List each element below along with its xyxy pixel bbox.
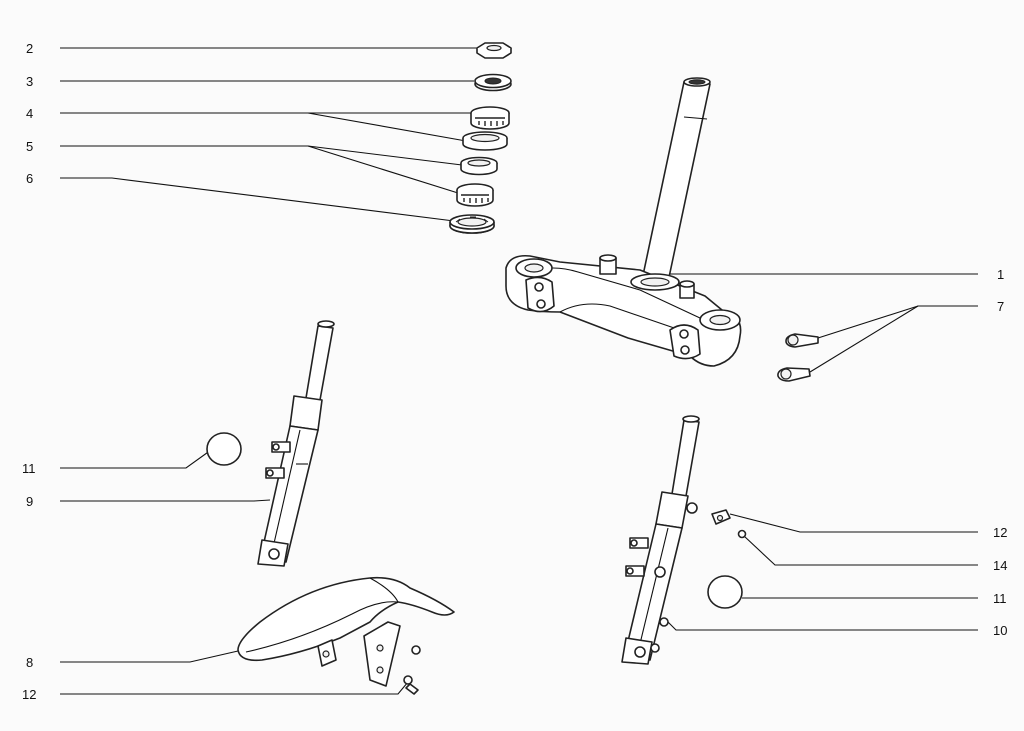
callout-labels: 2 3 4 5 6 1 7 11 9 12 14 11 10 8 12 (22, 41, 1007, 702)
steering-stem-part-1 (505, 77, 742, 367)
callout-11-left: 11 (22, 461, 36, 476)
callout-10: 10 (993, 623, 1007, 638)
callout-5: 5 (26, 139, 33, 154)
callout-4: 4 (26, 106, 33, 121)
fork-leg-left-part-9 (257, 320, 335, 567)
race-part-5 (460, 156, 498, 176)
callout-12-right: 12 (993, 525, 1007, 540)
race-part-4 (462, 131, 508, 151)
cap-part-11-left (206, 432, 242, 466)
cap-part-11-right (707, 575, 743, 609)
callout-2: 2 (26, 41, 33, 56)
callout-7: 7 (997, 299, 1004, 314)
screw-part-mudguard (411, 645, 421, 655)
bolt-part-7-lower (777, 367, 811, 382)
seal-part-6 (449, 214, 495, 234)
bolt-part-7-upper (785, 333, 819, 348)
callout-9: 9 (26, 494, 33, 509)
clip-part-12-lower (403, 675, 419, 695)
callout-8: 8 (26, 655, 33, 670)
callout-3: 3 (26, 74, 33, 89)
fork-leg-right-part-10 (621, 415, 700, 665)
clip-part-12-right (711, 509, 731, 525)
callout-11-right: 11 (993, 591, 1007, 606)
callout-1: 1 (997, 267, 1004, 282)
washer-part-3 (474, 73, 512, 92)
nut-part-2 (476, 42, 512, 59)
callout-14: 14 (993, 558, 1007, 573)
screw-part-14 (737, 529, 747, 539)
callout-12-lower: 12 (22, 687, 36, 702)
leader-lines (60, 47, 978, 695)
bearing-lower-part-5 (456, 183, 494, 207)
mudguard-part-8 (237, 576, 455, 687)
bearing-upper-part-4 (470, 106, 510, 130)
callout-6: 6 (26, 171, 33, 186)
